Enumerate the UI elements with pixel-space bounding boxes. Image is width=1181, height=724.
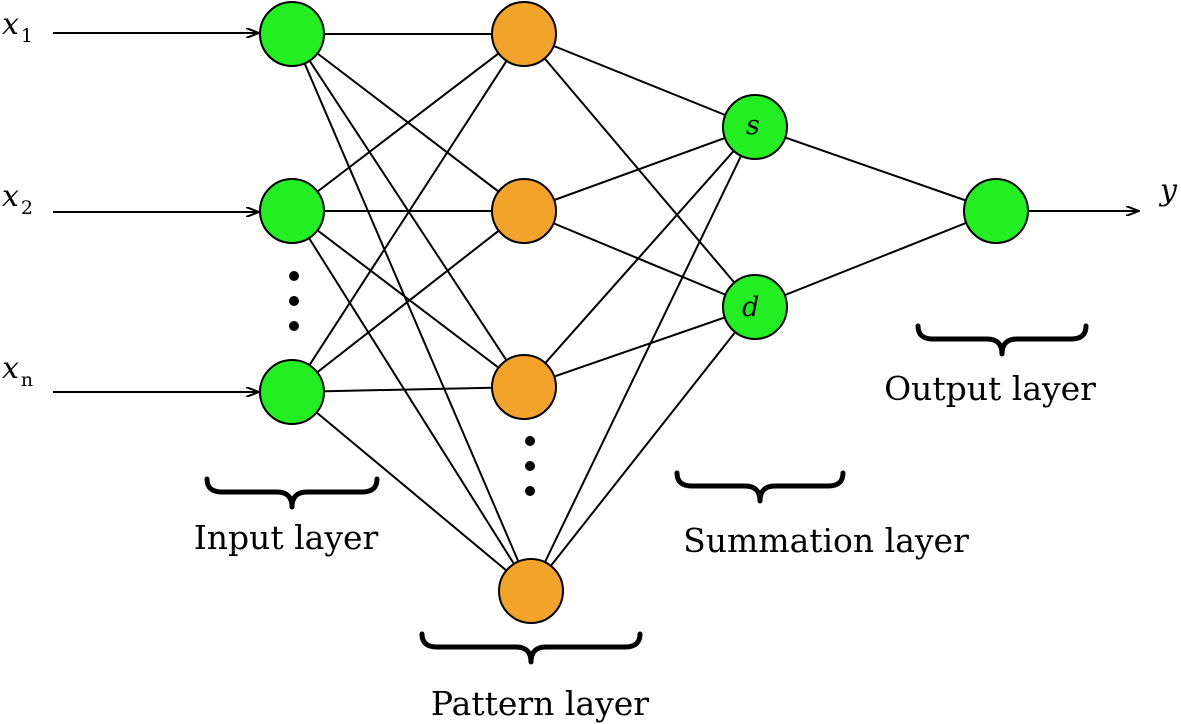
ellipsis-dot [525,461,535,471]
input-pattern-edge [291,33,532,592]
input-sub-2: 2 [21,197,33,219]
summation-node-d [722,274,788,340]
summation-layer-label: Summation layer [683,521,969,560]
ellipsis-dot [289,321,299,331]
input-node-n [259,359,325,425]
input-pattern-edge [291,391,532,592]
ellipsis-dot [525,436,535,446]
summation-letter-d: d [742,292,759,323]
summation-node-s [722,94,788,160]
input-var-n: x [2,351,19,386]
input-arrows [53,33,258,392]
pattern-layer-label: Pattern layer [431,684,649,723]
pattern-node-last [498,558,564,624]
pattern-summation-edge [530,126,756,592]
input-pattern-edge [291,210,525,393]
pattern-summation-edge [523,33,756,128]
input-layer-label: Input layer [194,518,379,557]
input-ellipsis-dots [289,271,299,331]
pattern-summation-edge [523,210,756,308]
summation-layer-brace [674,470,846,504]
output-layer-label: Output layer [884,369,1096,408]
input-pattern-edge [291,210,525,388]
summation-letter-s: s [746,110,760,141]
pattern-summation-edge [523,306,756,388]
ellipsis-dot [289,296,299,306]
input-sub-n: n [21,369,33,391]
pattern-node-1 [491,1,557,67]
summation-output-edge [754,126,997,212]
output-layer-brace [915,323,1089,357]
pattern-summation-edge [523,126,756,388]
pattern-ellipsis-dots [525,436,535,496]
output-node [963,178,1029,244]
input-pattern-edge [291,33,525,212]
pattern-node-3 [491,354,557,420]
pattern-summation-edge [523,33,756,308]
ellipsis-dot [525,486,535,496]
network-nodes [259,1,1029,624]
summation-output-edge [754,210,997,308]
input-node-2 [259,178,325,244]
input-pattern-edge [291,386,525,393]
input-var-1: x [2,7,19,42]
input-layer-brace [204,476,380,510]
pattern-summation-edge [523,126,756,212]
pattern-summation-edge [530,306,756,592]
input-var-2: x [2,179,19,214]
ellipsis-dot [289,271,299,281]
pattern-layer-brace [419,631,643,665]
input-pattern-edge [291,33,525,393]
input-node-1 [259,1,325,67]
input-pattern-edge [291,210,532,592]
output-variable-label: y [1158,173,1178,208]
connection-edges [291,33,997,592]
pattern-node-2 [491,178,557,244]
input-sub-1: 1 [21,25,33,47]
